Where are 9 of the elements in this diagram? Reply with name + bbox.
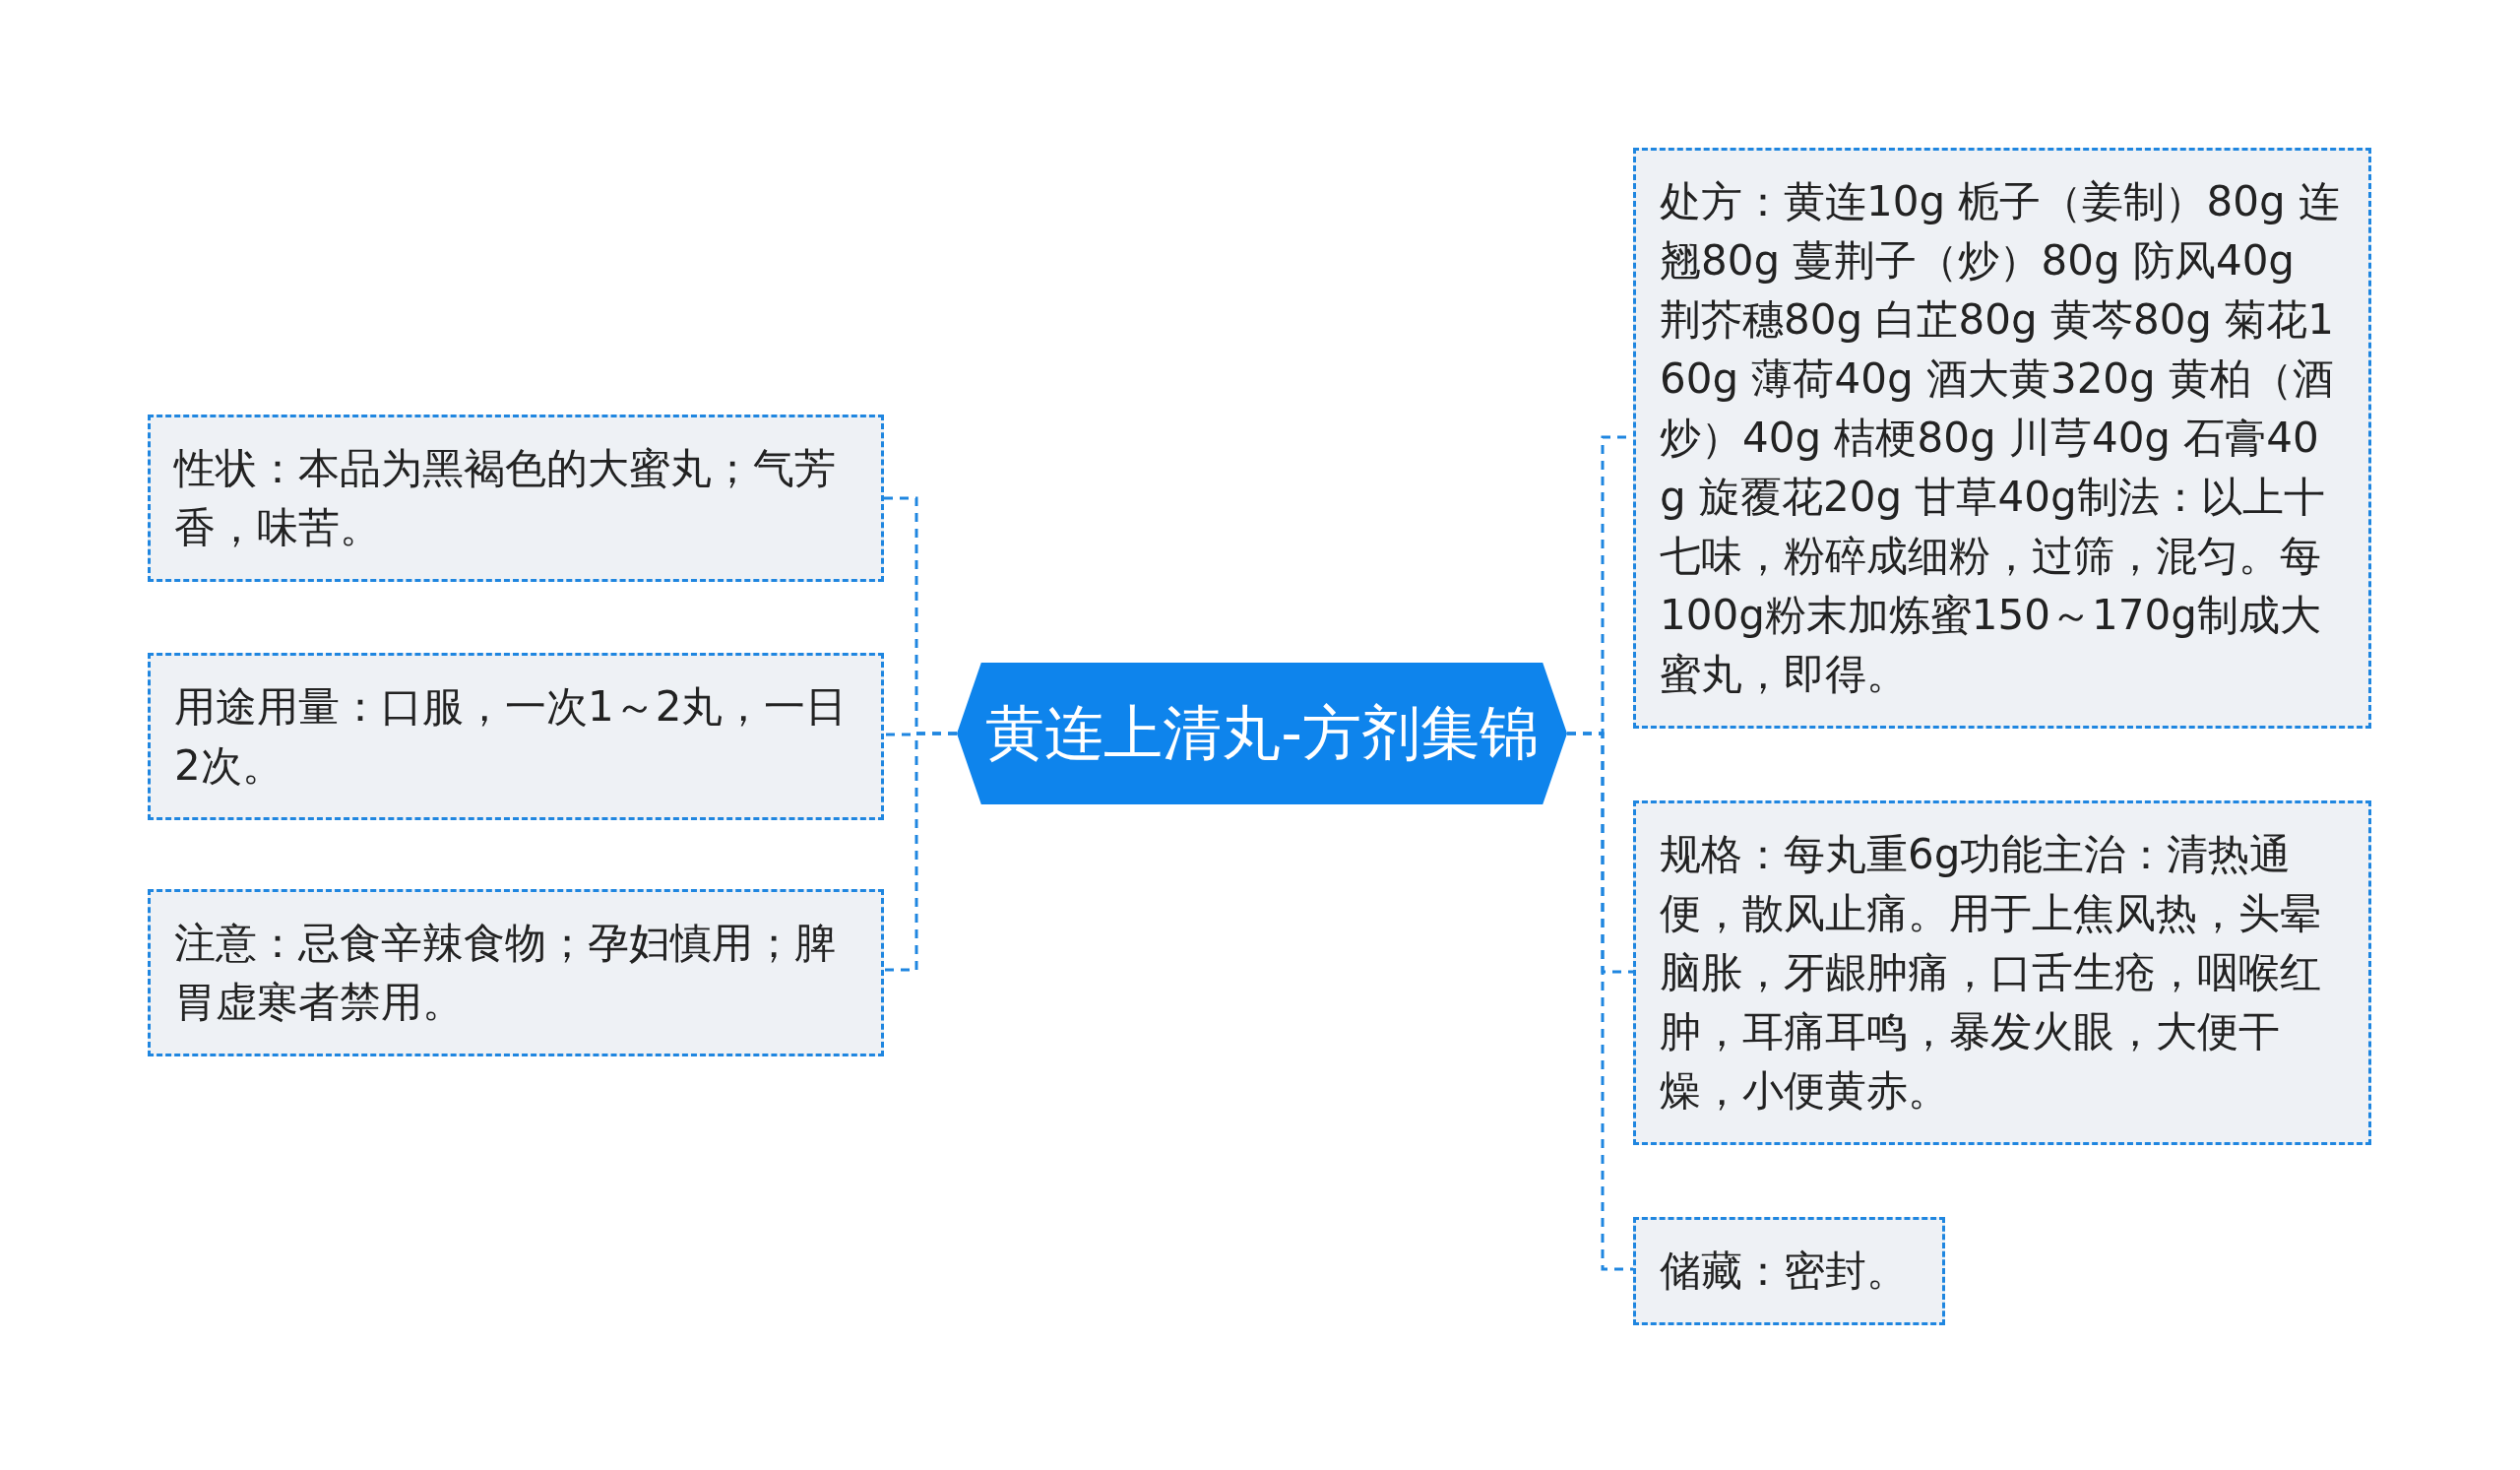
connector-line [1567,732,1633,1271]
topic-box: 用途用量：口服，一次1～2丸，一日2次。 [148,653,884,820]
topic-box: 规格：每丸重6g功能主治：清热通便，散风止痛。用于上焦风热，头晕脑胀，牙龈肿痛，口舌生疮，咽喉红肿，耳痛耳鸣，暴发火眼，大便干燥，小便黄赤。 [1633,800,2371,1145]
topic-box: 注意：忌食辛辣食物；孕妇慎用；脾胃虚寒者禁用。 [148,889,884,1056]
central-topic: 黄连上清丸-方剂集锦 [957,663,1567,804]
topic-box: 储藏：密封。 [1633,1217,1945,1325]
topic-box: 性状：本品为黑褐色的大蜜丸；气芳香，味苦。 [148,415,884,582]
connector-line [884,732,957,972]
topic-box: 处方：黄连10g 栀子（姜制）80g 连翘80g 蔓荆子（炒）80g 防风40g 荆芥穗80g 白芷80g 黄芩80g 菊花160g 薄荷40g 酒大黄320g 黄柏（酒炒）40g 桔梗80g 川芎40g 石膏40g 旋覆花20g 甘草40g制法：以上十七味，粉碎成细粉，过筛，混匀。每100g粉末加炼蜜150～170g制成大蜜丸，即得。 [1633,148,2371,729]
